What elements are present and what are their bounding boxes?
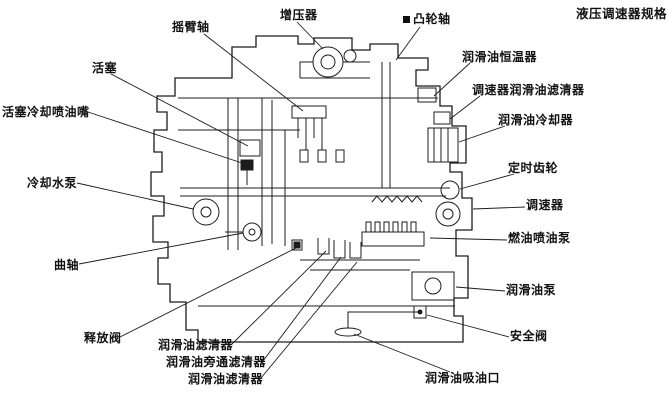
label-oil-cooler: 润滑油冷却器: [498, 113, 574, 127]
label-crankshaft: 曲轴: [54, 258, 80, 272]
leader-piston: [110, 73, 249, 147]
camshaft-drawing: [381, 62, 391, 188]
oil-filters-drawing: [317, 238, 362, 259]
leader-oil-filter-b: [260, 261, 358, 379]
governor-spring-drawing: [371, 195, 423, 203]
leader-oil-filter-a: [230, 250, 327, 346]
label-camshaft: 凸轮轴: [403, 12, 451, 27]
label-governor: 调速器: [526, 198, 564, 212]
page-title: 液压调速器规格: [575, 7, 667, 21]
leader-oil-pump: [455, 286, 506, 292]
leader-fuel-injection-pump: [429, 237, 508, 241]
leader-governor-oil-filter: [449, 95, 481, 120]
leader-cooling-water-pump: [76, 182, 194, 210]
oil-pump-drawing: [411, 271, 455, 319]
label-release-valve: 释放阀: [84, 331, 122, 345]
release-valve-drawing: [291, 239, 303, 251]
fuel-injection-pump-drawing: [361, 221, 425, 247]
label-piston: 活塞: [92, 61, 118, 75]
leader-rocker-shaft: [203, 33, 304, 112]
leader-piston-cooling-nozzle: [87, 111, 243, 164]
leader-release-valve: [119, 247, 297, 338]
water-pump-drawing: [192, 198, 220, 226]
label-oil-filter-b: 润滑油滤清器: [188, 372, 264, 386]
label-oil-thermostat: 润滑油恒温器: [462, 50, 538, 64]
piston-drawing: [239, 139, 261, 185]
leader-oil-bypass-filter: [262, 256, 342, 362]
leader-safety-valve: [426, 314, 510, 338]
oil-pan-drawing: [198, 305, 455, 337]
camshaft-marker-icon: [403, 16, 410, 23]
label-oil-suction-port: 润滑油吸油口: [425, 371, 501, 385]
leader-oil-suction-port: [353, 333, 451, 373]
label-camshaft-text: 凸轮轴: [413, 12, 451, 26]
label-governor-oil-filter: 调速器润滑油滤清器: [472, 83, 585, 97]
label-rocker-shaft: 摇臂轴: [172, 20, 210, 34]
leader-camshaft: [395, 26, 421, 61]
turbocharger-drawing: [299, 46, 370, 79]
label-oil-pump: 润滑油泵: [506, 283, 557, 297]
label-oil-bypass-filter: 润滑油旁通滤清器: [166, 355, 267, 369]
leader-crankshaft: [78, 232, 244, 265]
leader-governor: [472, 206, 526, 210]
engine-internal-details: [178, 46, 461, 337]
oil-thermostat-drawing: [417, 87, 437, 103]
label-safety-valve: 安全阀: [510, 329, 548, 343]
leader-oil-cooler: [458, 125, 506, 143]
leader-turbocharger: [296, 21, 324, 50]
governor-oil-filter-drawing: [433, 111, 451, 125]
leader-timing-gear: [459, 173, 515, 190]
leader-lines: [76, 21, 526, 379]
crankshaft-drawing: [225, 222, 262, 242]
rocker-shaft-drawing: [291, 105, 345, 163]
leader-oil-thermostat: [433, 62, 471, 97]
label-turbocharger: 增压器: [280, 8, 318, 22]
label-piston-cooling-nozzle: 活塞冷却喷油嘴: [2, 105, 90, 119]
label-cooling-water-pump: 冷却水泵: [27, 176, 78, 190]
label-fuel-injection-pump: 燃油喷油泵: [508, 231, 571, 245]
label-timing-gear: 定时齿轮: [508, 161, 559, 175]
engine-block-outline: [150, 35, 473, 343]
timing-gear-drawing: [435, 180, 461, 227]
oil-cooler-drawing: [427, 127, 459, 163]
label-oil-filter-a: 润滑油滤清器: [158, 338, 234, 352]
